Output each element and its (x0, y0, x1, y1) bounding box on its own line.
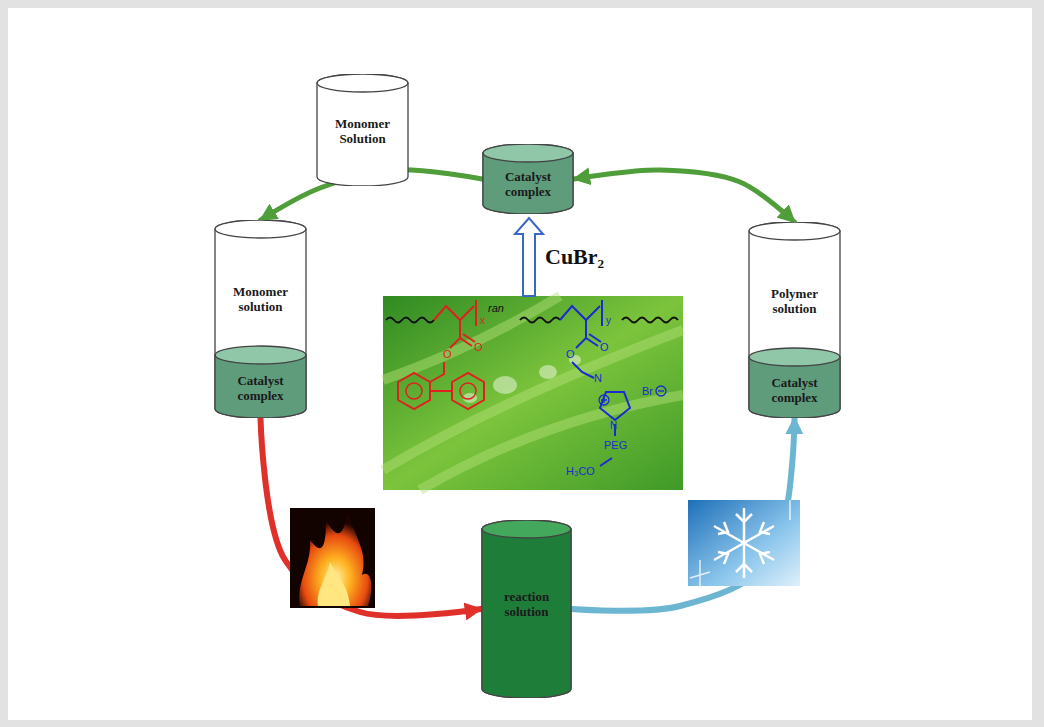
cylinder (749, 222, 840, 418)
glass-rim (749, 222, 840, 240)
text-slot: reaction solution (487, 572, 566, 638)
chemical-label: x (480, 316, 485, 326)
text-slot: Monomer Solution (324, 110, 401, 154)
chemical-label: N (594, 373, 602, 384)
chemical-label: O (566, 349, 575, 360)
chemical-label: Br (642, 386, 653, 397)
beaker-label: Catalyst complex (754, 376, 835, 406)
curved-arrow (574, 170, 795, 222)
beaker-label: Monomer Solution (324, 117, 401, 147)
text-slot: Catalyst complex (488, 164, 568, 206)
chemical-label: ran (488, 303, 504, 314)
chemical-label: O (443, 349, 452, 360)
liquid-surface (483, 144, 573, 162)
liquid-surface (482, 520, 571, 538)
glass-body (483, 144, 573, 214)
chemical-label: N (610, 421, 617, 431)
beaker-label: Polymer solution (754, 287, 835, 317)
reaction-beaker: reaction solution (481, 520, 572, 698)
catalyst-beaker: Catalyst complex (482, 144, 574, 214)
glass-rim (215, 220, 306, 238)
chemical-label: O (600, 342, 609, 353)
leaf-blades (383, 296, 683, 490)
cylinder (215, 220, 306, 418)
hollow-arrow (515, 218, 543, 296)
polymer-structure (386, 300, 678, 466)
glass-body (317, 74, 408, 186)
snowflake-picture (688, 500, 800, 590)
two-phase-beaker: Monomer solutionCatalyst complex (214, 220, 307, 418)
liquid (482, 529, 571, 698)
reagent-label: CuBr₂ (545, 246, 604, 268)
curved-arrow (261, 418, 482, 616)
liquid-surface (749, 348, 840, 366)
cylinder (317, 74, 408, 186)
beaker-label: Catalyst complex (220, 374, 301, 404)
chemical-label: O (474, 342, 483, 353)
beaker-label: reaction solution (487, 590, 566, 620)
beaker-label: Monomer solution (220, 285, 301, 315)
chemical-label: PEG (604, 440, 627, 451)
glass-body (482, 520, 571, 698)
liquid-surface (215, 346, 306, 364)
text-slot: Polymer solution (754, 280, 835, 324)
two-phase-beaker: Polymer solutionCatalyst complex (748, 222, 841, 418)
glass-body (215, 220, 306, 418)
glass-body (749, 222, 840, 418)
beaker: Monomer Solution (316, 74, 409, 186)
chemical-label: y (606, 316, 611, 326)
text-slot: Catalyst complex (754, 370, 835, 412)
flame-picture (290, 508, 375, 608)
cylinder (482, 520, 571, 698)
glass-rim (317, 74, 408, 92)
text-slot: Catalyst complex (220, 368, 301, 410)
chemical-label: H₃CO (566, 466, 595, 477)
grass-photo (383, 296, 683, 490)
text-slot: Monomer solution (220, 278, 301, 322)
cylinder (483, 144, 573, 214)
beaker-label: Catalyst complex (488, 170, 568, 200)
